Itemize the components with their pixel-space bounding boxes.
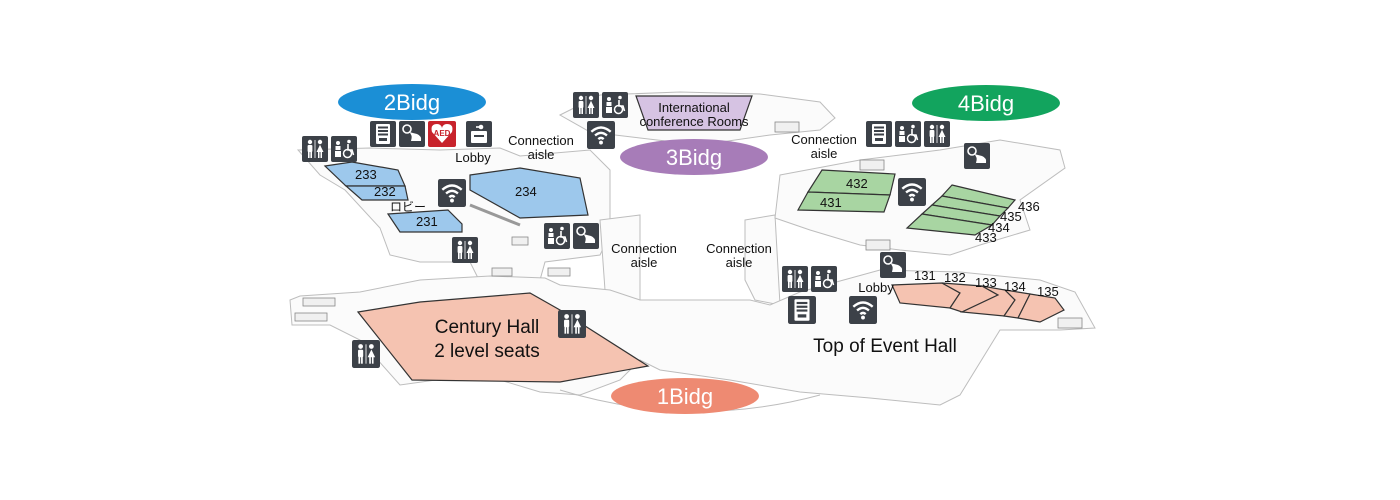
vending-machine-icon[interactable] bbox=[788, 296, 816, 324]
building-3-badge[interactable]: 3Bidg bbox=[620, 139, 768, 175]
wifi-icon[interactable] bbox=[898, 178, 926, 206]
nursing-room-icon[interactable] bbox=[573, 223, 599, 249]
restroom-icon[interactable] bbox=[352, 340, 380, 368]
accessible-restroom-icon[interactable] bbox=[602, 92, 628, 118]
room-433[interactable] bbox=[905, 213, 994, 236]
restroom-icon[interactable] bbox=[573, 92, 599, 118]
room-233-label: 233 bbox=[355, 167, 377, 182]
building-4-badge[interactable]: 4Bidg bbox=[912, 85, 1060, 121]
room-135-label: 135 bbox=[1037, 284, 1059, 299]
wifi-icon[interactable] bbox=[848, 296, 878, 324]
room-436-label: 436 bbox=[1018, 199, 1040, 214]
aed-icon[interactable]: AED bbox=[428, 121, 456, 147]
connection-aisle-1-line1: Connection bbox=[508, 133, 574, 148]
room-435-label: 435 bbox=[1000, 209, 1022, 224]
building-2-label: 2Bidg bbox=[384, 90, 440, 115]
stairs bbox=[294, 121, 1083, 329]
nursing-room-icon[interactable] bbox=[880, 252, 906, 278]
vending-machine-icon[interactable] bbox=[866, 121, 892, 147]
century-hall-label-line1: Century Hall bbox=[435, 317, 540, 338]
facility-icons: AED bbox=[302, 92, 990, 368]
intl-conference-label-line1: International bbox=[658, 100, 730, 115]
room-134[interactable] bbox=[1002, 289, 1031, 319]
connection-aisle-2-line2: aisle bbox=[811, 146, 838, 161]
connection-aisle-3-line2: aisle bbox=[631, 255, 658, 270]
connection-aisle-2-line1: Connection bbox=[791, 132, 857, 147]
room-131-label: 131 bbox=[914, 268, 936, 283]
nursing-room-icon[interactable] bbox=[964, 143, 990, 169]
room-434-label: 434 bbox=[988, 220, 1010, 235]
connection-aisle-4-line1: Connection bbox=[706, 241, 772, 256]
building-4-label: 4Bidg bbox=[958, 91, 1014, 116]
room-international-conference[interactable] bbox=[635, 95, 753, 131]
accessible-restroom-icon[interactable] bbox=[544, 223, 570, 249]
room-234-label: 234 bbox=[515, 184, 537, 199]
intl-conference-label-line2: conference Rooms bbox=[639, 114, 749, 129]
connection-aisle-4-line2: aisle bbox=[726, 255, 753, 270]
room-433-label: 433 bbox=[975, 230, 997, 245]
century-hall-label-line2: 2 level seats bbox=[434, 341, 540, 362]
accessible-restroom-icon[interactable] bbox=[895, 121, 921, 147]
lobby-jp-label: ロビー bbox=[390, 200, 426, 214]
nursing-room-icon[interactable] bbox=[399, 121, 425, 147]
vending-machine-icon[interactable] bbox=[370, 121, 396, 147]
restroom-icon[interactable] bbox=[452, 237, 478, 263]
accessible-restroom-icon[interactable] bbox=[331, 136, 357, 162]
room-135[interactable] bbox=[1017, 293, 1065, 323]
room-133-label: 133 bbox=[975, 275, 997, 290]
room-132-label: 132 bbox=[944, 270, 966, 285]
room-134-label: 134 bbox=[1004, 279, 1026, 294]
building-1-label: 1Bidg bbox=[657, 384, 713, 409]
restroom-icon[interactable] bbox=[782, 266, 808, 292]
connection-aisle-3-line1: Connection bbox=[611, 241, 677, 256]
lobby-2-label: Lobby bbox=[455, 150, 491, 165]
building-1-badge[interactable]: 1Bidg bbox=[611, 378, 759, 414]
room-431-label: 431 bbox=[820, 195, 842, 210]
room-431[interactable] bbox=[796, 191, 891, 213]
building-1-rooms bbox=[356, 282, 1065, 383]
room-labels: 233 232 231 234 432 431 436 435 434 433 … bbox=[355, 167, 1059, 299]
lobby-1-label: Lobby bbox=[858, 280, 894, 295]
wifi-icon[interactable] bbox=[438, 179, 466, 207]
room-233[interactable] bbox=[323, 161, 406, 187]
room-231[interactable] bbox=[386, 209, 463, 233]
aed-label: AED bbox=[434, 129, 451, 138]
building-2-rooms bbox=[323, 161, 589, 233]
room-231-label: 231 bbox=[416, 214, 438, 229]
room-century-hall[interactable] bbox=[356, 292, 650, 383]
locker-icon[interactable] bbox=[466, 121, 492, 147]
restroom-icon[interactable] bbox=[924, 121, 950, 147]
restroom-icon[interactable] bbox=[302, 136, 328, 162]
accessible-restroom-icon[interactable] bbox=[811, 266, 837, 292]
room-232[interactable] bbox=[344, 185, 409, 201]
building-4-rooms bbox=[796, 169, 1017, 236]
room-234[interactable] bbox=[469, 167, 589, 219]
restroom-icon[interactable] bbox=[558, 310, 586, 338]
room-232-label: 232 bbox=[374, 184, 396, 199]
wifi-icon[interactable] bbox=[587, 121, 615, 149]
event-hall-label: Top of Event Hall bbox=[813, 336, 957, 357]
room-432-label: 432 bbox=[846, 176, 868, 191]
connection-aisle-1-line2: aisle bbox=[528, 147, 555, 162]
building-2-badge[interactable]: 2Bidg bbox=[338, 84, 486, 120]
area-labels: International conference Rooms Century H… bbox=[390, 100, 957, 362]
central-connection-floor-2 bbox=[744, 214, 781, 306]
building-3-label: 3Bidg bbox=[666, 145, 722, 170]
